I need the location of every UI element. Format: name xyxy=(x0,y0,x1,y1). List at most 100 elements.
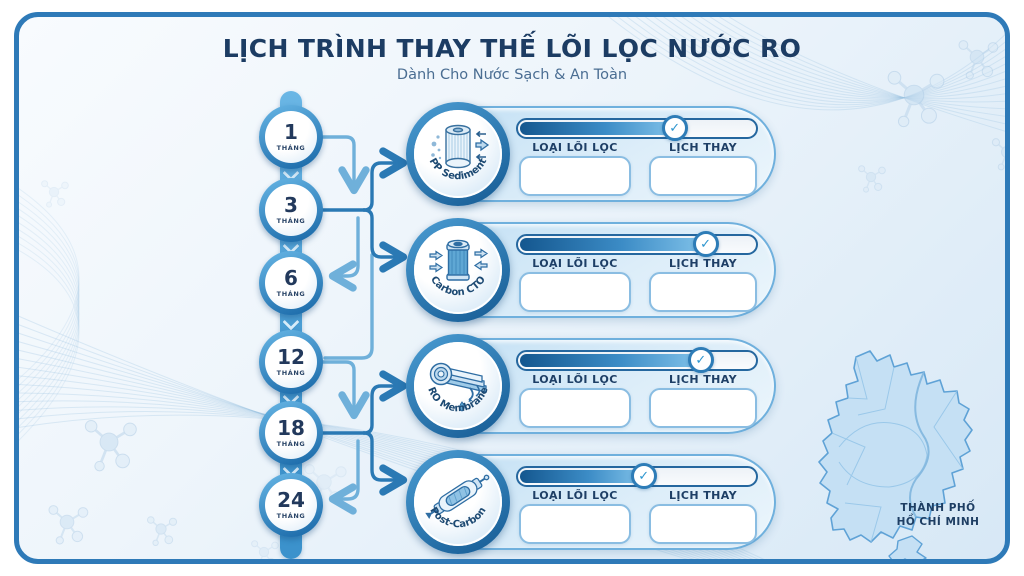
card-filter-name: RO Membrane xyxy=(425,386,491,415)
column-header-filter-type: LOẠI LÕI LỌC xyxy=(532,489,618,502)
filter-type-field[interactable] xyxy=(519,504,631,544)
wave-line-decoration xyxy=(700,17,1005,110)
milestone-unit: THÁNG xyxy=(276,368,306,377)
map-label-line1: THÀNH PHỐ xyxy=(900,499,975,514)
progress-bar: ✓ xyxy=(516,463,758,489)
molecule-decoration xyxy=(48,505,89,545)
svg-text:Post-Carbon: Post-Carbon xyxy=(427,505,488,530)
progress-bar-fill xyxy=(520,470,644,483)
wave-line-decoration xyxy=(19,249,80,441)
hcmc-map-shape xyxy=(818,350,973,543)
milestone-number: 18 xyxy=(277,416,305,441)
progress-bar-fill xyxy=(520,354,701,367)
progress-bar: ✓ xyxy=(516,347,758,373)
milestone-unit: THÁNG xyxy=(276,216,306,225)
milestone-number: 12 xyxy=(277,345,305,370)
filter-card-pp-sediment: PP Sediment ✓ LOẠI LÕI LỌC LỊCH THAY xyxy=(406,102,776,206)
ro-membrane-badge: RO Membrane xyxy=(406,334,510,438)
filter-type-field[interactable] xyxy=(519,272,631,312)
filter-type-field[interactable] xyxy=(519,156,631,196)
column-header-filter-type: LOẠI LÕI LỌC xyxy=(532,373,618,386)
column-header-schedule: LỊCH THAY xyxy=(669,257,737,270)
wave-line-decoration xyxy=(19,195,80,386)
molecule-decoration xyxy=(251,540,279,559)
carbon-cto-cartridge-icon: Carbon CTO xyxy=(428,239,489,298)
svg-text:RO Membrane: RO Membrane xyxy=(425,386,491,415)
connector-arrows xyxy=(320,135,408,515)
check-icon: ✓ xyxy=(687,347,714,373)
milestone-number: 24 xyxy=(277,488,305,513)
wave-line-decoration xyxy=(19,236,80,428)
progress-bar: ✓ xyxy=(516,115,758,141)
progress-bar-fill xyxy=(520,238,706,251)
molecule-decoration xyxy=(84,419,137,472)
arrow-to-card-cto xyxy=(362,208,408,273)
arrow-to-card-pp xyxy=(362,147,408,212)
molecule-decoration xyxy=(41,180,69,208)
wave-line-decoration xyxy=(19,222,80,414)
arrow-to-6month xyxy=(328,216,360,292)
infographic-frame: THÀNH PHỐ HỒ CHÍ MINH LỊCH TRÌNH THAY TH… xyxy=(14,12,1010,564)
check-icon: ✓ xyxy=(661,115,688,141)
check-icon: ✓ xyxy=(692,231,719,257)
check-icon: ✓ xyxy=(630,463,657,489)
milestone-unit: THÁNG xyxy=(276,511,306,520)
wave-line-decoration xyxy=(19,201,80,393)
filter-card-ro-membrane: RO Membrane ✓ LOẠI LÕI LỌC LỊCH THAY xyxy=(406,334,776,438)
filter-card-carbon-cto: Carbon CTO ✓ LOẠI LÕI LỌC LỊCH THAY xyxy=(406,218,776,322)
post-carbon-badge: Post-Carbon xyxy=(406,450,510,554)
filter-type-field[interactable] xyxy=(519,388,631,428)
wave-line-decoration xyxy=(608,17,1005,111)
wave-line-decoration xyxy=(19,188,80,380)
arrow-to-24month xyxy=(328,439,360,515)
pp-sediment-badge: PP Sediment xyxy=(406,102,510,206)
milestone-unit: THÁNG xyxy=(276,143,306,152)
ro-membrane-roll-icon: RO Membrane xyxy=(425,362,491,415)
schedule-field[interactable] xyxy=(649,272,757,312)
filter-card-post-carbon: Post-Carbon ✓ LOẠI LÕI LỌC LỊCH THAY xyxy=(406,450,776,554)
progress-bar: ✓ xyxy=(516,231,758,257)
carbon-cto-badge: Carbon CTO xyxy=(406,218,510,322)
progress-bar-fill xyxy=(520,122,675,135)
wave-line-decoration xyxy=(19,243,80,434)
arrow-to-card-post xyxy=(362,431,408,496)
schedule-field[interactable] xyxy=(649,504,757,544)
wave-line-decoration xyxy=(19,229,80,421)
molecule-decoration xyxy=(858,165,886,193)
column-header-filter-type: LOẠI LÕI LỌC xyxy=(532,257,618,270)
arrow-1month-down xyxy=(320,135,370,195)
arrow-to-card-ro xyxy=(362,370,408,435)
wave-line-decoration xyxy=(19,208,80,400)
milestone-number: 3 xyxy=(284,193,298,218)
page-title: LỊCH TRÌNH THAY THẾ LÕI LỌC NƯỚC RO xyxy=(222,34,802,63)
milestone-unit: THÁNG xyxy=(276,289,306,298)
wave-line-decoration xyxy=(19,215,80,407)
pp-sediment-cartridge-icon: PP Sediment xyxy=(427,124,489,182)
column-header-schedule: LỊCH THAY xyxy=(669,489,737,502)
connector-down-to-12month xyxy=(323,253,374,360)
card-filter-name: Post-Carbon xyxy=(427,505,488,530)
page-subtitle: Dành Cho Nước Sạch & An Toàn xyxy=(396,67,628,83)
schedule-field[interactable] xyxy=(649,156,757,196)
milestone-number: 6 xyxy=(284,266,298,291)
molecule-decoration xyxy=(147,516,178,546)
post-carbon-capsule-icon: Post-Carbon xyxy=(425,474,490,530)
hcmc-river xyxy=(909,371,930,518)
arrow-12month-down xyxy=(320,360,370,420)
map-label-line2: HỒ CHÍ MINH xyxy=(897,513,980,528)
hcmc-district-lines xyxy=(831,356,964,543)
hcmc-map: THÀNH PHỐ HỒ CHÍ MINH xyxy=(818,350,980,559)
column-header-schedule: LỊCH THAY xyxy=(669,141,737,154)
milestone-unit: THÁNG xyxy=(276,439,306,448)
molecule-decoration xyxy=(991,138,1005,171)
milestone-number: 1 xyxy=(284,120,298,145)
column-header-schedule: LỊCH THAY xyxy=(669,373,737,386)
column-header-filter-type: LOẠI LÕI LỌC xyxy=(532,141,618,154)
schedule-field[interactable] xyxy=(649,388,757,428)
